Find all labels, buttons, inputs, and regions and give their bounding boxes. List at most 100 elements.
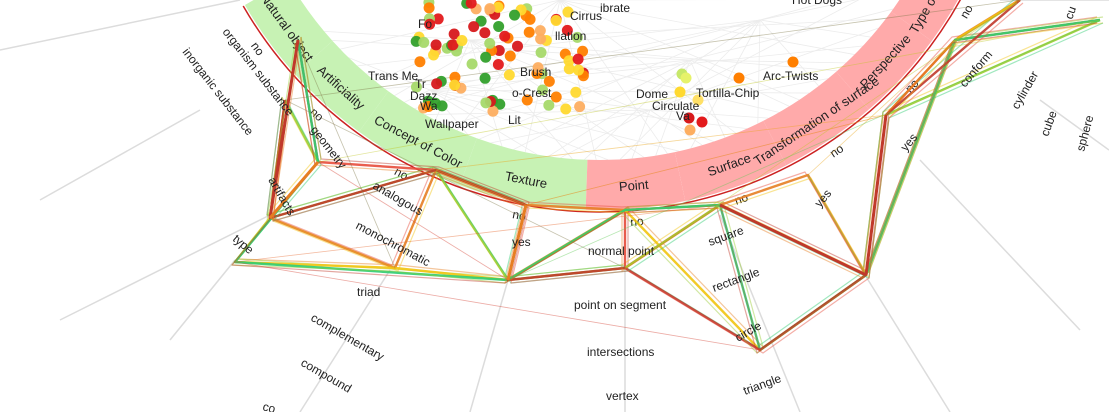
item-dot[interactable] xyxy=(572,64,584,76)
item-dot[interactable] xyxy=(674,86,686,98)
item-dot[interactable] xyxy=(418,36,430,48)
ribbon-faint-line xyxy=(234,204,721,263)
web-line xyxy=(429,45,863,91)
item-dot[interactable] xyxy=(571,31,583,43)
item-dot[interactable] xyxy=(543,75,555,87)
item-dot[interactable] xyxy=(543,99,555,111)
ribbon-faint-line xyxy=(807,39,956,176)
ring-segment xyxy=(359,91,477,186)
ribbon-faint-line xyxy=(284,99,626,269)
item-dot[interactable] xyxy=(456,35,468,47)
item-dot[interactable] xyxy=(563,63,575,75)
ribbon-faint-line xyxy=(865,39,956,276)
web-line xyxy=(429,89,748,130)
item-dot[interactable] xyxy=(680,72,692,84)
item-dot[interactable] xyxy=(523,26,535,38)
grid-line xyxy=(719,214,801,412)
item-dot[interactable] xyxy=(534,25,546,37)
item-dot[interactable] xyxy=(521,94,533,106)
item-dot[interactable] xyxy=(423,2,435,14)
item-dot[interactable] xyxy=(484,37,496,49)
item-dot[interactable] xyxy=(550,91,562,103)
item-dot[interactable] xyxy=(447,39,459,51)
item-dot[interactable] xyxy=(684,124,696,136)
item-dot[interactable] xyxy=(535,33,547,45)
value-label: co xyxy=(261,399,277,412)
item-dot[interactable] xyxy=(430,39,442,51)
grid-line xyxy=(469,279,509,412)
item-dot[interactable] xyxy=(574,101,586,113)
item-dot[interactable] xyxy=(414,56,426,68)
value-label: point on segment xyxy=(574,298,667,312)
ribbon-faint-line xyxy=(865,39,956,276)
item-dot[interactable] xyxy=(493,20,505,32)
item-dot[interactable] xyxy=(524,13,536,25)
item-dot[interactable] xyxy=(532,62,544,74)
item-dot[interactable] xyxy=(431,78,443,90)
ribbon-faint-line xyxy=(525,114,887,206)
item-dot[interactable] xyxy=(449,79,461,91)
item-dot[interactable] xyxy=(535,46,547,58)
web-line xyxy=(649,109,703,146)
item-dot[interactable] xyxy=(512,40,524,52)
ribbon-faint-line xyxy=(624,0,1021,269)
item-dot[interactable] xyxy=(479,27,491,39)
grid-line xyxy=(59,214,271,321)
item-dot[interactable] xyxy=(436,100,448,112)
ribbon-faint-line xyxy=(297,39,396,269)
item-dot[interactable] xyxy=(465,0,477,9)
item-dot[interactable] xyxy=(562,6,574,18)
item-dot[interactable] xyxy=(692,94,704,106)
item-dot[interactable] xyxy=(492,58,504,70)
ribbon-faint-line xyxy=(269,217,396,269)
ribbon-faint-line xyxy=(435,114,887,171)
item-dot[interactable] xyxy=(484,3,496,15)
item-dot[interactable] xyxy=(479,72,491,84)
web-line xyxy=(759,19,819,87)
item-dot[interactable] xyxy=(480,97,492,109)
item-dot[interactable] xyxy=(537,84,549,96)
item-dot[interactable] xyxy=(487,105,499,117)
item-dot[interactable] xyxy=(560,103,572,115)
ribbon-faint-line xyxy=(269,217,396,269)
item-label: Wallpaper xyxy=(425,117,479,131)
item-dot[interactable] xyxy=(424,18,436,30)
ribbon-line xyxy=(231,2,1018,354)
item-dot[interactable] xyxy=(563,55,575,67)
item-dot[interactable] xyxy=(561,24,573,36)
item-dot[interactable] xyxy=(570,86,582,98)
web-line xyxy=(649,0,860,111)
item-dot[interactable] xyxy=(468,21,480,33)
ring-segment-label: Point xyxy=(618,177,649,195)
item-dot[interactable] xyxy=(787,56,799,68)
item-label: Trans Me xyxy=(368,69,419,83)
item-dot[interactable] xyxy=(509,9,521,21)
item-dot[interactable] xyxy=(683,112,695,124)
item-dot[interactable] xyxy=(499,30,511,42)
item-dot[interactable] xyxy=(480,51,492,63)
web-line xyxy=(559,0,855,55)
ribbon-faint-line xyxy=(317,161,509,281)
no-value-label: no xyxy=(957,2,976,21)
item-dot[interactable] xyxy=(466,58,478,70)
item-dot[interactable] xyxy=(449,71,461,83)
item-dot[interactable] xyxy=(448,28,460,40)
item-dot[interactable] xyxy=(733,72,745,84)
grid-line xyxy=(39,109,201,201)
item-dot[interactable] xyxy=(504,50,516,62)
web-line xyxy=(649,27,879,111)
item-dot[interactable] xyxy=(493,44,505,56)
item-dot[interactable] xyxy=(428,49,440,61)
item-dot[interactable] xyxy=(503,69,515,81)
item-dot[interactable] xyxy=(492,1,504,13)
item-dot[interactable] xyxy=(410,81,422,93)
web-line xyxy=(469,39,838,72)
item-dot[interactable] xyxy=(494,98,506,110)
item-dot[interactable] xyxy=(550,15,562,27)
item-dot[interactable] xyxy=(432,13,444,25)
value-label: sphere xyxy=(1073,113,1096,152)
item-dot[interactable] xyxy=(696,116,708,128)
value-label: rectangle xyxy=(710,265,761,295)
item-dot[interactable] xyxy=(572,53,584,65)
web-line xyxy=(479,19,761,140)
